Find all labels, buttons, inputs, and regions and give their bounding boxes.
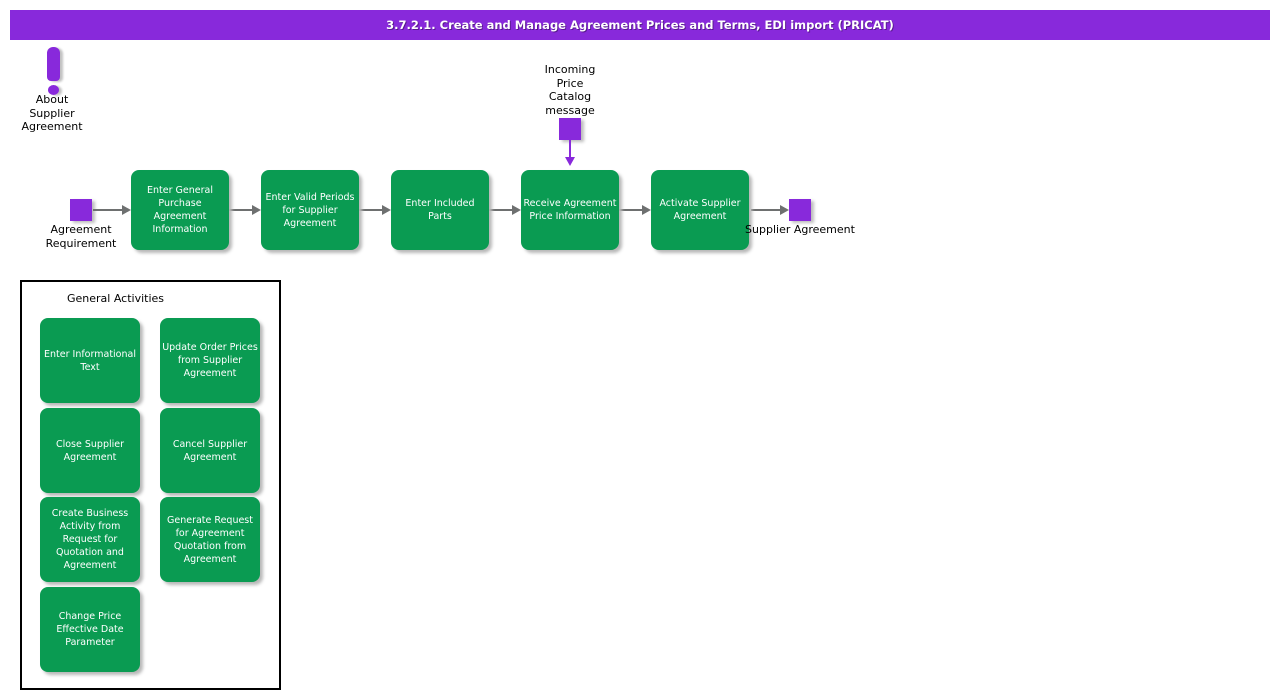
arrowhead-icon	[122, 205, 131, 215]
incoming-message-square[interactable]	[559, 118, 581, 140]
activity-label: Change Price Effective Date Parameter	[56, 611, 124, 648]
arrow-line	[489, 209, 512, 211]
general-activities-title: General Activities	[66, 292, 165, 305]
arrow-step2-to-step3	[359, 205, 391, 215]
step-label: Enter Included Parts	[405, 198, 475, 222]
page-title: 3.7.2.1. Create and Manage Agreement Pri…	[386, 18, 894, 32]
incoming-message-arrow-line	[569, 140, 571, 158]
arrowhead-icon	[780, 205, 789, 215]
step-label: Receive Agreement Price Information	[523, 198, 617, 222]
activity-label: Close Supplier Agreement	[55, 438, 125, 463]
step-label: Activate Supplier Agreement	[659, 198, 741, 222]
activity-change-price-effective-date-parameter[interactable]: Change Price Effective Date Parameter	[40, 587, 140, 672]
arrowhead-icon	[642, 205, 651, 215]
arrowhead-icon	[252, 205, 261, 215]
arrow-step5-to-end	[751, 205, 789, 215]
start-event-label: Agreement Requirement	[45, 223, 117, 250]
activity-create-business-activity-from-rfq-and-agreement[interactable]: Create Business Activity from Request fo…	[40, 497, 140, 582]
diagram-title-bar: 3.7.2.1. Create and Manage Agreement Pri…	[10, 10, 1270, 40]
arrow-step3-to-step4	[489, 205, 521, 215]
about-supplier-agreement-label: About Supplier Agreement	[21, 93, 83, 133]
incoming-price-catalog-label: Incoming Price Catalog message	[544, 63, 596, 117]
arrow-line	[619, 209, 642, 211]
arrow-step1-to-step2	[229, 205, 261, 215]
about-exclamation-icon-dot[interactable]	[48, 85, 59, 95]
step-enter-valid-periods-for-supplier-agreement[interactable]: Enter Valid Periods for Supplier Agreeme…	[261, 170, 359, 250]
activity-label: Create Business Activity from Request fo…	[51, 508, 129, 571]
activity-label: Enter Informational Text	[44, 348, 136, 373]
step-receive-agreement-price-information[interactable]: Receive Agreement Price Information	[521, 170, 619, 250]
arrow-line	[359, 209, 382, 211]
activity-update-order-prices-from-supplier-agreement[interactable]: Update Order Prices from Supplier Agreem…	[160, 318, 260, 403]
activity-cancel-supplier-agreement[interactable]: Cancel Supplier Agreement	[160, 408, 260, 493]
arrow-line	[93, 209, 122, 211]
about-exclamation-icon[interactable]	[47, 47, 60, 81]
arrow-line	[751, 209, 780, 211]
arrowhead-icon	[512, 205, 521, 215]
activity-generate-request-for-agreement-quotation[interactable]: Generate Request for Agreement Quotation…	[160, 497, 260, 582]
arrowhead-icon	[382, 205, 391, 215]
step-activate-supplier-agreement[interactable]: Activate Supplier Agreement	[651, 170, 749, 250]
end-event-square[interactable]	[789, 199, 811, 221]
step-label: Enter General Purchase Agreement Informa…	[147, 185, 213, 235]
activity-label: Cancel Supplier Agreement	[172, 438, 248, 463]
activity-enter-informational-text[interactable]: Enter Informational Text	[40, 318, 140, 403]
arrow-step4-to-step5	[619, 205, 651, 215]
step-enter-general-purchase-agreement-information[interactable]: Enter General Purchase Agreement Informa…	[131, 170, 229, 250]
arrow-line	[229, 209, 252, 211]
step-label: Enter Valid Periods for Supplier Agreeme…	[265, 191, 355, 229]
arrow-start-to-step1	[93, 205, 131, 215]
end-event-label: Supplier Agreement	[745, 223, 855, 236]
step-enter-included-parts[interactable]: Enter Included Parts	[391, 170, 489, 250]
general-activities-panel: General Activities Enter Informational T…	[20, 280, 281, 690]
activity-close-supplier-agreement[interactable]: Close Supplier Agreement	[40, 408, 140, 493]
activity-label: Generate Request for Agreement Quotation…	[167, 514, 253, 565]
activity-label: Update Order Prices from Supplier Agreem…	[162, 342, 258, 379]
incoming-message-arrowhead-icon	[565, 157, 575, 166]
start-event-square[interactable]	[70, 199, 92, 221]
